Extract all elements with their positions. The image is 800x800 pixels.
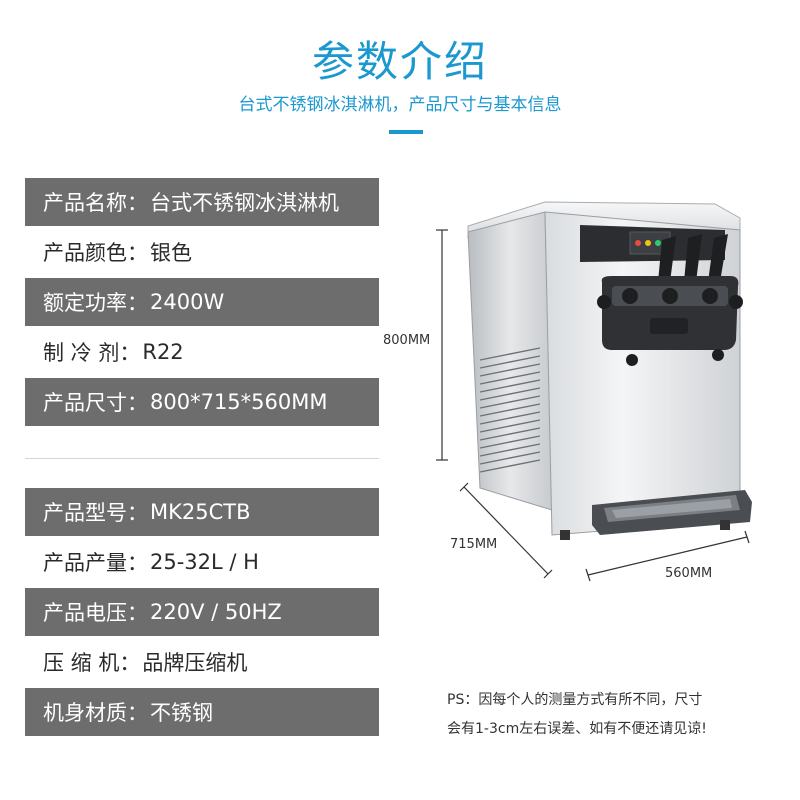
- spec-label: 产品型号：: [43, 501, 148, 525]
- spec-row-compressor: 压 缩 机：品牌压缩机: [25, 638, 379, 686]
- note-line: PS：因每个人的测量方式有所不同，尺寸: [447, 692, 703, 708]
- height-dimension-label: 800MM: [383, 333, 431, 348]
- page-subtitle: 台式不锈钢冰淇淋机，产品尺寸与基本信息: [238, 95, 562, 115]
- spec-row-color: 产品颜色：银色: [25, 228, 379, 276]
- page-title: 参数介绍: [311, 37, 488, 86]
- title-underline: [389, 130, 423, 134]
- spec-value: MK25CTB: [150, 500, 251, 524]
- spec-label: 产品颜色：: [43, 241, 148, 265]
- spec-row-model: 产品型号：MK25CTB: [25, 488, 379, 536]
- note-line: 会有1-3cm左右误差、如有不便还请见谅!: [447, 721, 707, 737]
- spec-label: 产品名称：: [43, 191, 148, 215]
- spec-value: 800*715*560MM: [150, 390, 328, 414]
- measurement-note: PS：因每个人的测量方式有所不同，尺寸 会有1-3cm左右误差、如有不便还请见谅…: [447, 686, 787, 744]
- spec-label: 产品产量：: [43, 551, 148, 575]
- width-dimension-label: 560MM: [665, 566, 713, 581]
- spec-value: 25-32L / H: [150, 550, 259, 574]
- spec-value: 台式不锈钢冰淇淋机: [150, 191, 339, 215]
- spec-label: 产品电压：: [43, 601, 148, 625]
- section-divider: [25, 458, 379, 459]
- spec-label: 机身材质：: [43, 701, 148, 725]
- spec-row-product-name: 产品名称：台式不锈钢冰淇淋机: [25, 178, 379, 226]
- spec-value: 品牌压缩机: [142, 651, 248, 675]
- spec-value: 银色: [150, 241, 192, 265]
- spec-row-refrigerant: 制 冷 剂：R22: [25, 328, 379, 376]
- spec-row-material: 机身材质：不锈钢: [25, 688, 379, 736]
- spec-value: 不锈钢: [150, 701, 213, 725]
- depth-dimension-label: 715MM: [450, 537, 498, 552]
- ice-cream-machine-image: [436, 201, 752, 582]
- spec-label: 压 缩 机：: [43, 651, 141, 675]
- spec-value: R22: [142, 340, 184, 364]
- spec-label: 制 冷 剂：: [43, 341, 141, 365]
- spec-value: 220V / 50HZ: [150, 600, 282, 624]
- spec-value: 2400W: [150, 290, 225, 314]
- spec-label: 产品尺寸：: [43, 391, 148, 415]
- spec-row-size: 产品尺寸：800*715*560MM: [25, 378, 379, 426]
- spec-row-power: 额定功率：2400W: [25, 278, 379, 326]
- spec-label: 额定功率：: [43, 291, 148, 315]
- spec-row-voltage: 产品电压：220V / 50HZ: [25, 588, 379, 636]
- spec-row-output: 产品产量：25-32L / H: [25, 538, 379, 586]
